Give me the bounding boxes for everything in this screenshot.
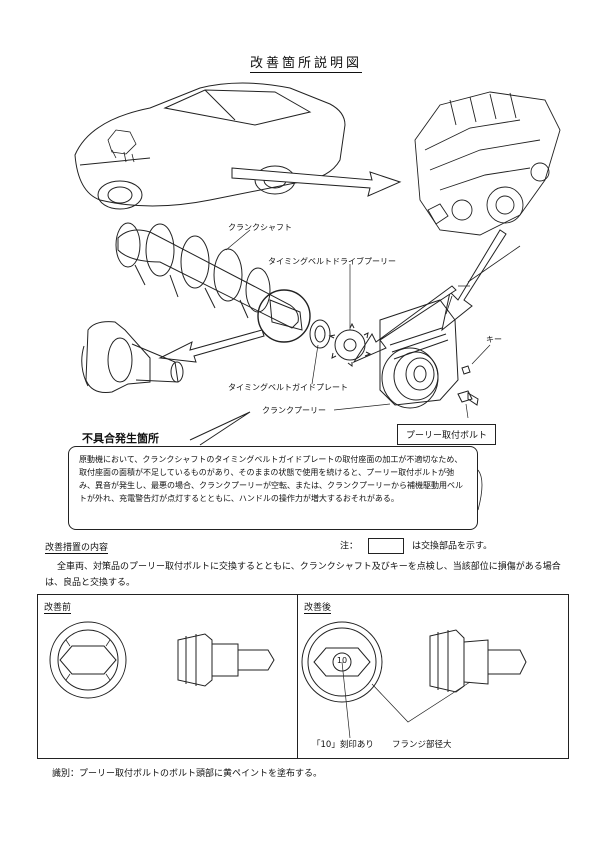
identification-note: 識別：プーリー取付ボルトのボルト頭部に黄ペイントを塗布する。 [52, 769, 323, 779]
defect-text: 原動機において、クランクシャフトのタイミングベルトガイドプレートの取付座面の加工… [79, 455, 463, 503]
drive-pulley-drawing [328, 322, 372, 367]
after-title: 改善後 [304, 603, 332, 614]
note-prefix: 注： [340, 541, 359, 552]
crank-pulley-drawing [379, 299, 459, 409]
measures-text: 全車両、対策品のプーリー取付ボルトに交換するとともに、クランクシャフト及びキーを… [45, 562, 561, 588]
legend-note: 注： は交換部品を示す。 [340, 538, 492, 554]
drive-pulley-label: タイミングベルトドライブプーリー [268, 257, 396, 266]
before-title: 改善前 [44, 603, 72, 614]
crankshaft-drawing [115, 222, 303, 331]
defect-description: 原動機において、クランクシャフトのタイミングベルトガイドプレートの取付座面の加工… [68, 446, 478, 530]
key-drawing [461, 365, 471, 375]
defect-title: 不具合発生箇所 [82, 432, 159, 445]
crank-pulley-label: クランクプーリー [262, 406, 326, 415]
replacement-part-legend-box [368, 538, 405, 554]
detail-circle [257, 289, 311, 343]
stamp-label: 「10」刻印あり [312, 740, 374, 750]
stamp-mark: 10 [336, 656, 348, 665]
measures-title: 改善措置の内容 [45, 543, 109, 554]
guide-plate-drawing [309, 319, 331, 349]
arrow-engine-to-pulley [441, 229, 507, 332]
pulley-bolt-drawing [457, 390, 479, 406]
page-title: 改善箇所説明図 [249, 56, 362, 73]
enlarged-shaft-drawing [81, 321, 184, 393]
engine-drawing [414, 91, 561, 236]
pulley-bolt-label: プーリー取付ボルト [397, 424, 497, 445]
key-label: キー [486, 335, 502, 344]
note-suffix: は交換部品を示す。 [412, 541, 493, 552]
after-bolt-drawings [301, 621, 527, 739]
before-panel: 改善前 [37, 594, 298, 759]
flange-label: フランジ部径大 [392, 740, 452, 750]
car-drawing [74, 82, 346, 210]
after-panel: 改善後 [297, 594, 569, 759]
arrow-car-to-engine [231, 167, 402, 197]
guide-plate-label: タイミングベルトガイドプレート [228, 383, 348, 392]
crankshaft-label: クランクシャフト [228, 223, 292, 232]
before-bolt-drawings [49, 621, 275, 699]
